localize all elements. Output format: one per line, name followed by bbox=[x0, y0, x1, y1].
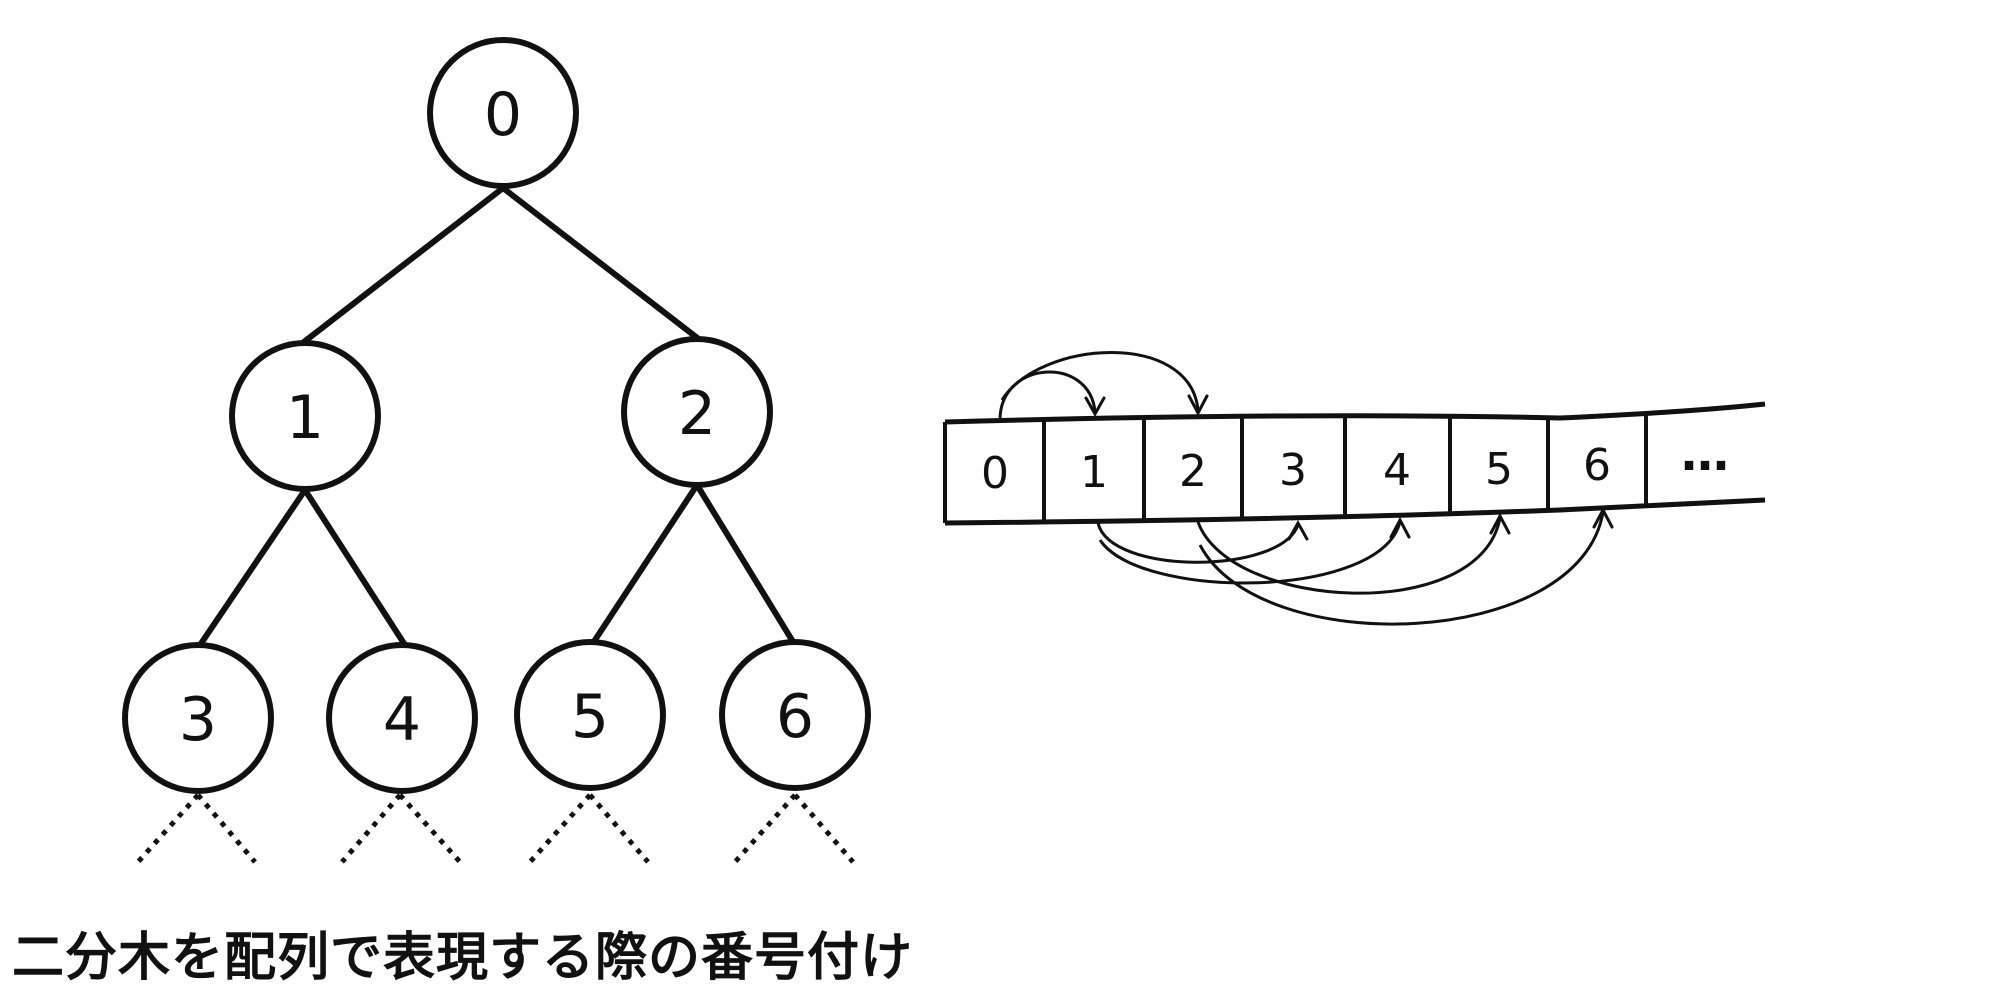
array-strip-bottom-edge bbox=[944, 497, 1766, 526]
tree-node-5: 5 bbox=[514, 639, 666, 791]
tree-edge-0-2 bbox=[500, 185, 703, 343]
tree-edge-1-3 bbox=[197, 487, 308, 648]
tree-node-label: 2 bbox=[678, 379, 716, 449]
tree-node-6: 6 bbox=[719, 639, 871, 791]
array-cell-5: 5 bbox=[1485, 444, 1513, 495]
tree-node-3: 3 bbox=[122, 642, 274, 794]
arrow-2-to-5 bbox=[1196, 517, 1502, 595]
arrowhead bbox=[1187, 394, 1209, 417]
array-arrows-bottom bbox=[1096, 506, 1614, 626]
tree-node-label: 3 bbox=[179, 685, 217, 755]
tree-edge-2-6 bbox=[694, 482, 798, 648]
array-ellipsis: … bbox=[1681, 426, 1729, 482]
arrowhead bbox=[1287, 519, 1309, 541]
stub-6-right bbox=[793, 793, 855, 864]
tree-edges bbox=[197, 185, 798, 648]
tree-node-label: 6 bbox=[776, 682, 814, 752]
tree-edge-1-4 bbox=[302, 487, 408, 648]
arrow-1-to-3 bbox=[1096, 522, 1300, 564]
arrow-2-to-6 bbox=[1198, 511, 1605, 626]
stub-5-right bbox=[588, 793, 650, 864]
tree-node-0: 0 bbox=[427, 37, 579, 189]
tree-node-label: 1 bbox=[286, 383, 324, 453]
tree-node-label: 4 bbox=[383, 685, 421, 755]
array-arrows-top bbox=[998, 351, 1209, 421]
stub-3-right bbox=[196, 793, 257, 864]
array-strip-top-edge bbox=[944, 401, 1766, 425]
array-cell-1: 1 bbox=[1080, 447, 1108, 498]
stub-3-left bbox=[136, 793, 200, 864]
array-cell-6: 6 bbox=[1583, 440, 1611, 491]
array-cell-2: 2 bbox=[1179, 446, 1207, 497]
stub-4-right bbox=[398, 793, 462, 864]
stub-5-left bbox=[528, 793, 592, 864]
array-cell-3: 3 bbox=[1279, 445, 1307, 496]
tree-node-4: 4 bbox=[326, 642, 478, 794]
tree-nodes: 0 1 2 3 4 5 6 bbox=[122, 37, 871, 794]
array-cell-0: 0 bbox=[981, 448, 1009, 499]
tree-node-2: 2 bbox=[621, 336, 773, 488]
arrow-0-to-1 bbox=[998, 370, 1097, 421]
tree-edge-0-1 bbox=[297, 185, 506, 348]
arrowhead bbox=[1489, 512, 1511, 535]
array-strip: 0 1 2 3 4 5 6 … bbox=[943, 401, 1766, 526]
stub-6-left bbox=[733, 793, 797, 864]
stub-4-left bbox=[340, 793, 402, 864]
arrowhead bbox=[1389, 516, 1411, 539]
tree-continuation-stubs bbox=[136, 793, 855, 864]
arrowhead bbox=[1592, 506, 1614, 529]
tree-node-label: 0 bbox=[484, 80, 522, 150]
arrow-0-to-2 bbox=[1000, 351, 1200, 411]
arrow-1-to-4 bbox=[1098, 521, 1402, 585]
tree-edge-2-5 bbox=[592, 482, 700, 643]
arrowhead bbox=[1084, 396, 1106, 418]
tree-node-1: 1 bbox=[229, 340, 381, 492]
array-cell-4: 4 bbox=[1383, 445, 1411, 496]
figure-caption: 二分木を配列で表現する際の番号付け bbox=[12, 928, 914, 988]
tree-node-label: 5 bbox=[571, 682, 609, 752]
